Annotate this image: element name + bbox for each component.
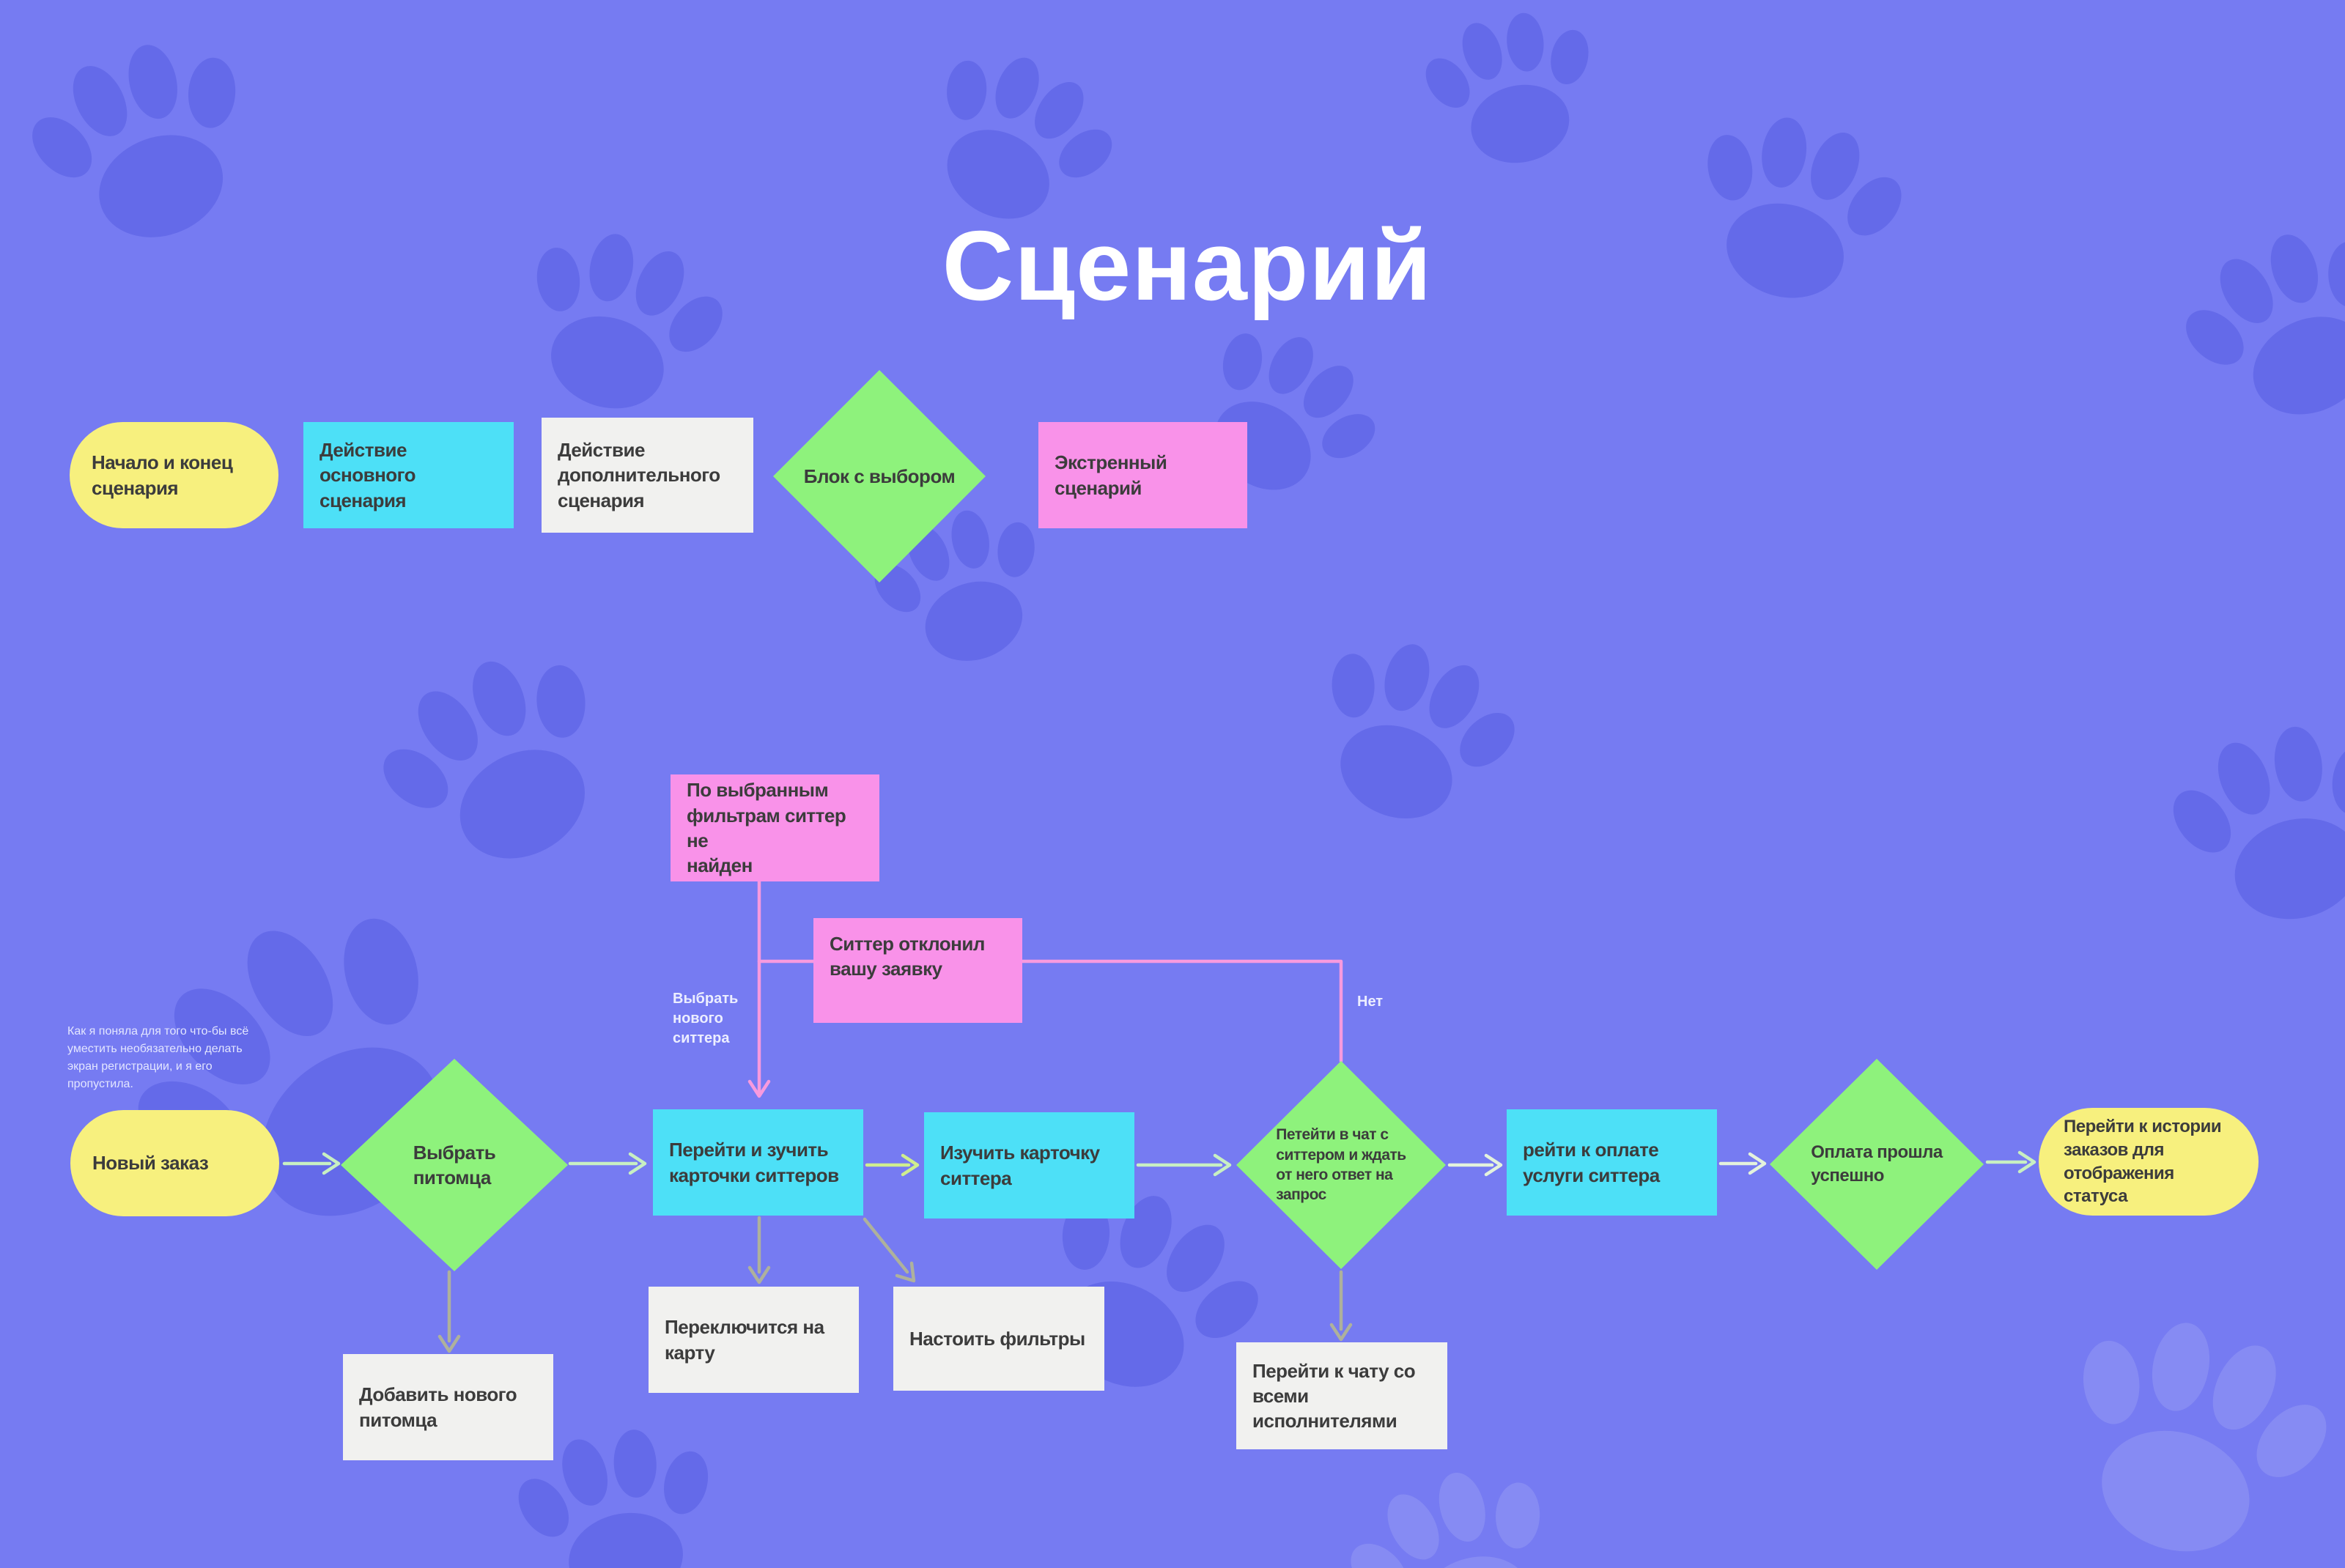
node-history-label: Перейти к истории заказов для отображени… [2064,1117,2222,1207]
edge-chat-wait-to-chat-all [1329,1270,1353,1342]
edge-chat-wait-to-pay [1447,1153,1503,1177]
node-add-pet-label: Добавить нового питомца [359,1383,517,1431]
legend-secondary-action[interactable]: Действие дополнительного сценария [542,418,753,533]
node-study-card[interactable]: Изучить карточку ситтера [924,1112,1134,1218]
node-switch-map-label: Переключится на карту [665,1316,824,1364]
legend-main-action[interactable]: Действие основного сценария [303,422,514,528]
node-choose-pet-label: Выбрать питомца [413,1141,496,1188]
node-set-filters-label: Настоить фильтры [909,1327,1085,1350]
node-study-card-label: Изучить карточку ситтера [940,1142,1100,1189]
node-pay-label: рейти к оплате услуги ситтера [1523,1139,1660,1186]
node-sitter-declined[interactable]: Ситтер отклонил вашу заявку [813,918,1022,1023]
legend-secondary-action-label: Действие дополнительного сценария [558,439,720,511]
node-switch-map[interactable]: Переключится на карту [649,1287,859,1393]
edge-pay-to-payment-ok [1718,1152,1767,1175]
node-pay[interactable]: рейти к оплате услуги ситтера [1507,1109,1717,1216]
edge-label-new-sitter: Выбрать нового ситтера [673,991,739,1046]
node-chat-all[interactable]: Перейти к чату со всеми исполнителями [1236,1342,1447,1449]
legend-emergency-label: Экстренный сценарий [1055,451,1167,499]
node-new-order-label: Новый заказ [92,1152,209,1175]
node-chat-all-label: Перейти к чату со всеми исполнителями [1252,1359,1416,1432]
legend-emergency[interactable]: Экстренный сценарий [1038,422,1247,528]
edge-study-to-chat-wait [1136,1153,1232,1177]
legend-choice-block-label: Блок с выбором [803,465,956,487]
edge-payment-ok-to-history [1985,1150,2036,1174]
edge-browse-to-set-filters [863,1217,916,1283]
page-title[interactable]: Сценарий [942,210,1433,321]
edge-choose-pet-to-browse [568,1152,647,1175]
node-set-filters[interactable]: Настоить фильтры [893,1287,1104,1391]
node-no-sitter-found[interactable]: По выбранным фильтрам ситтер не найден [671,774,879,881]
node-new-order[interactable]: Новый заказ [70,1110,279,1216]
node-add-pet[interactable]: Добавить нового питомца [343,1354,553,1460]
edge-browse-to-switch-map [747,1216,771,1284]
legend-main-action-label: Действие основного сценария [320,439,416,511]
edge-label-no: Нет [1357,994,1384,1010]
note-text[interactable]: Как я поняла для того что-бы всё уместит… [67,1025,249,1090]
legend-start-end-label: Начало и конец сценария [92,451,233,499]
legend-start-end[interactable]: Начало и конец сценария [70,422,278,528]
edge-new-order-to-choose-pet [282,1152,341,1175]
edge-choose-pet-to-add-pet [437,1270,461,1353]
node-no-sitter-found-label: По выбранным фильтрам ситтер не найден [687,779,846,877]
node-history[interactable]: Перейти к истории заказов для отображени… [2039,1108,2259,1216]
node-payment-ok-label: Оплата прошла успешно [1811,1142,1943,1186]
node-browse-sitters-label: Перейти и зучить карточки ситтеров [669,1139,839,1186]
node-sitter-declined-label: Ситтер отклонил вашу заявку [830,933,985,980]
edge-browse-to-study [865,1153,920,1177]
edge-no-sitter-to-browse [747,879,771,1098]
node-browse-sitters[interactable]: Перейти и зучить карточки ситтеров [653,1109,863,1216]
node-chat-wait-label: Петейти в чат с ситтером и ждать от него… [1276,1126,1406,1204]
